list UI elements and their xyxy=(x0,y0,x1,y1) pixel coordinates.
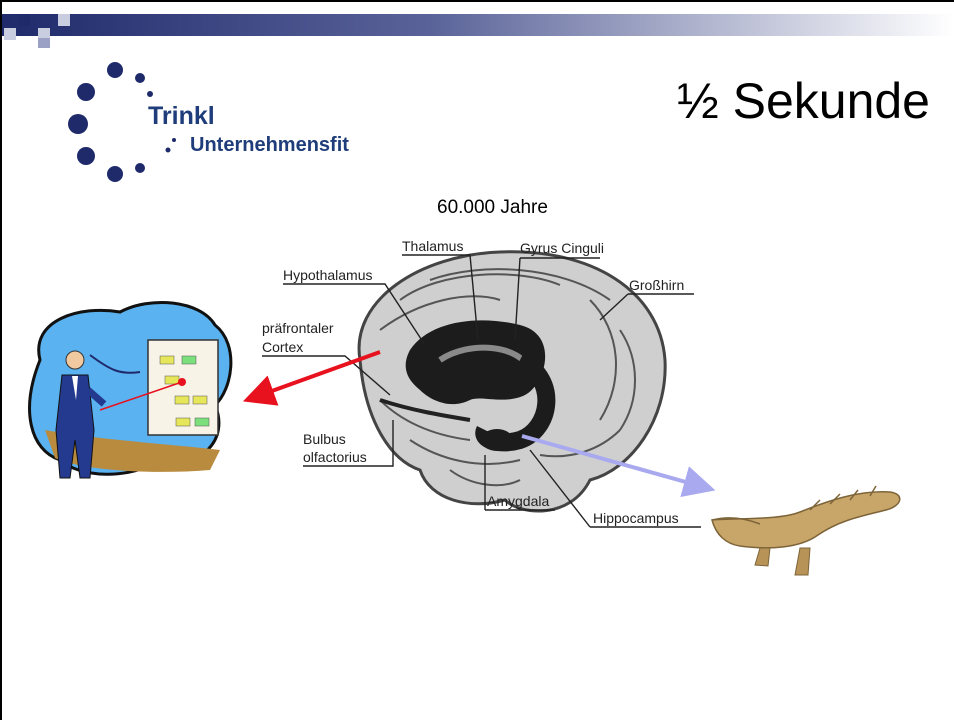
crocodile-illustration xyxy=(711,485,901,576)
blue-arrow xyxy=(521,434,716,498)
label-hypothalamus: Hypothalamus xyxy=(283,267,373,283)
logo-name: Trinkl xyxy=(148,102,215,130)
label-bulbus: Bulbus xyxy=(303,431,346,447)
label-olfactorius: olfactorius xyxy=(303,449,367,465)
header-bar xyxy=(2,14,954,48)
label-amygdala: Amygdala xyxy=(487,493,549,509)
logo-dots-icon xyxy=(68,62,176,182)
label-thalamus: Thalamus xyxy=(402,238,463,254)
label-praefrontaler: präfrontaler xyxy=(262,320,334,336)
page-title: ½ Sekunde xyxy=(677,73,930,129)
presenter-illustration xyxy=(28,301,233,479)
subtitle: 60.000 Jahre xyxy=(437,197,548,218)
label-grosshirn: Großhirn xyxy=(629,277,684,293)
header-square-icon xyxy=(18,14,30,26)
label-gyrus-cinguli: Gyrus Cinguli xyxy=(520,240,604,256)
company-logo: Trinkl Unternehmensfit xyxy=(60,60,380,190)
label-hippocampus: Hippocampus xyxy=(593,510,679,526)
label-leaders xyxy=(262,254,701,528)
brain-illustration xyxy=(357,250,667,513)
label-cortex: Cortex xyxy=(262,339,303,355)
red-arrow xyxy=(242,350,381,406)
logo-tagline: Unternehmensfit xyxy=(190,134,349,156)
